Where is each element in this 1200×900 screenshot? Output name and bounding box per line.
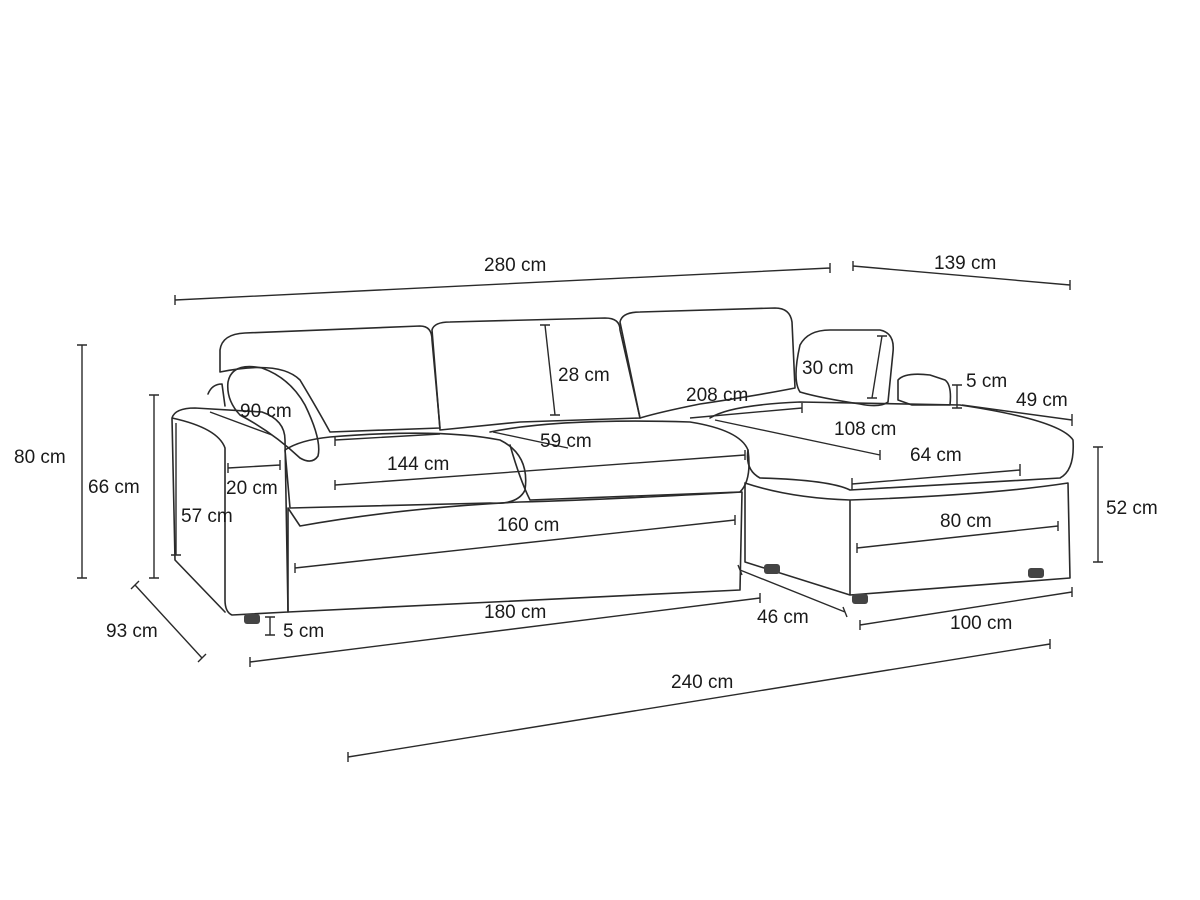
pillow-left	[226, 365, 320, 462]
pillow-chaise	[795, 329, 895, 407]
label-chaise-side-depth: 46 cm	[757, 607, 809, 628]
back-cushion-right	[619, 307, 796, 419]
label-chaise-seat-width: 64 cm	[910, 445, 962, 466]
label-armrest-chaise-height: 5 cm	[966, 371, 1007, 392]
label-chaise-seat-length: 108 cm	[834, 419, 896, 440]
label-chaise-length-top: 208 cm	[686, 385, 748, 406]
chaise-armrest	[897, 373, 952, 406]
chaise-seat	[709, 401, 1075, 491]
leg	[764, 564, 780, 574]
label-chaise-base-width: 80 cm	[940, 511, 992, 532]
leg	[244, 614, 260, 624]
sofa-base	[287, 491, 743, 613]
label-seat-depth: 59 cm	[540, 431, 592, 452]
chaise-base	[744, 482, 1071, 596]
label-base-width: 160 cm	[497, 515, 559, 536]
dimension-labels: 280 cm 139 cm 28 cm 30 cm 5 cm 49 cm 208…	[14, 253, 1158, 693]
label-armrest-chaise-depth: 49 cm	[1016, 390, 1068, 411]
back-cushion-middle	[431, 317, 641, 431]
sofa-outline	[171, 307, 1075, 624]
label-back-cushion-height: 28 cm	[558, 365, 610, 386]
leg	[852, 594, 868, 604]
left-armrest	[171, 407, 289, 616]
dimension-lines	[77, 261, 1103, 762]
label-front-width: 180 cm	[484, 602, 546, 623]
label-total-height: 80 cm	[14, 447, 66, 468]
label-seat-width: 144 cm	[387, 454, 449, 475]
seat-cushion-middle	[489, 420, 750, 501]
label-chaise-width: 139 cm	[934, 253, 996, 274]
label-chaise-cushion-height: 30 cm	[802, 358, 854, 379]
label-overall-width: 280 cm	[484, 255, 546, 276]
label-armrest-width: 20 cm	[226, 478, 278, 499]
label-chaise-height: 52 cm	[1106, 498, 1158, 519]
label-bed-length: 240 cm	[671, 672, 733, 693]
seat-cushion-left	[284, 432, 527, 509]
label-headrest-width: 90 cm	[240, 401, 292, 422]
leg	[1028, 568, 1044, 578]
label-leg-height: 5 cm	[283, 621, 324, 642]
label-armrest-inner-height: 57 cm	[181, 506, 233, 527]
back-cushion-left	[219, 325, 441, 433]
label-overall-depth: 93 cm	[106, 621, 158, 642]
label-chaise-front-width: 100 cm	[950, 613, 1012, 634]
label-armrest-height: 66 cm	[88, 477, 140, 498]
